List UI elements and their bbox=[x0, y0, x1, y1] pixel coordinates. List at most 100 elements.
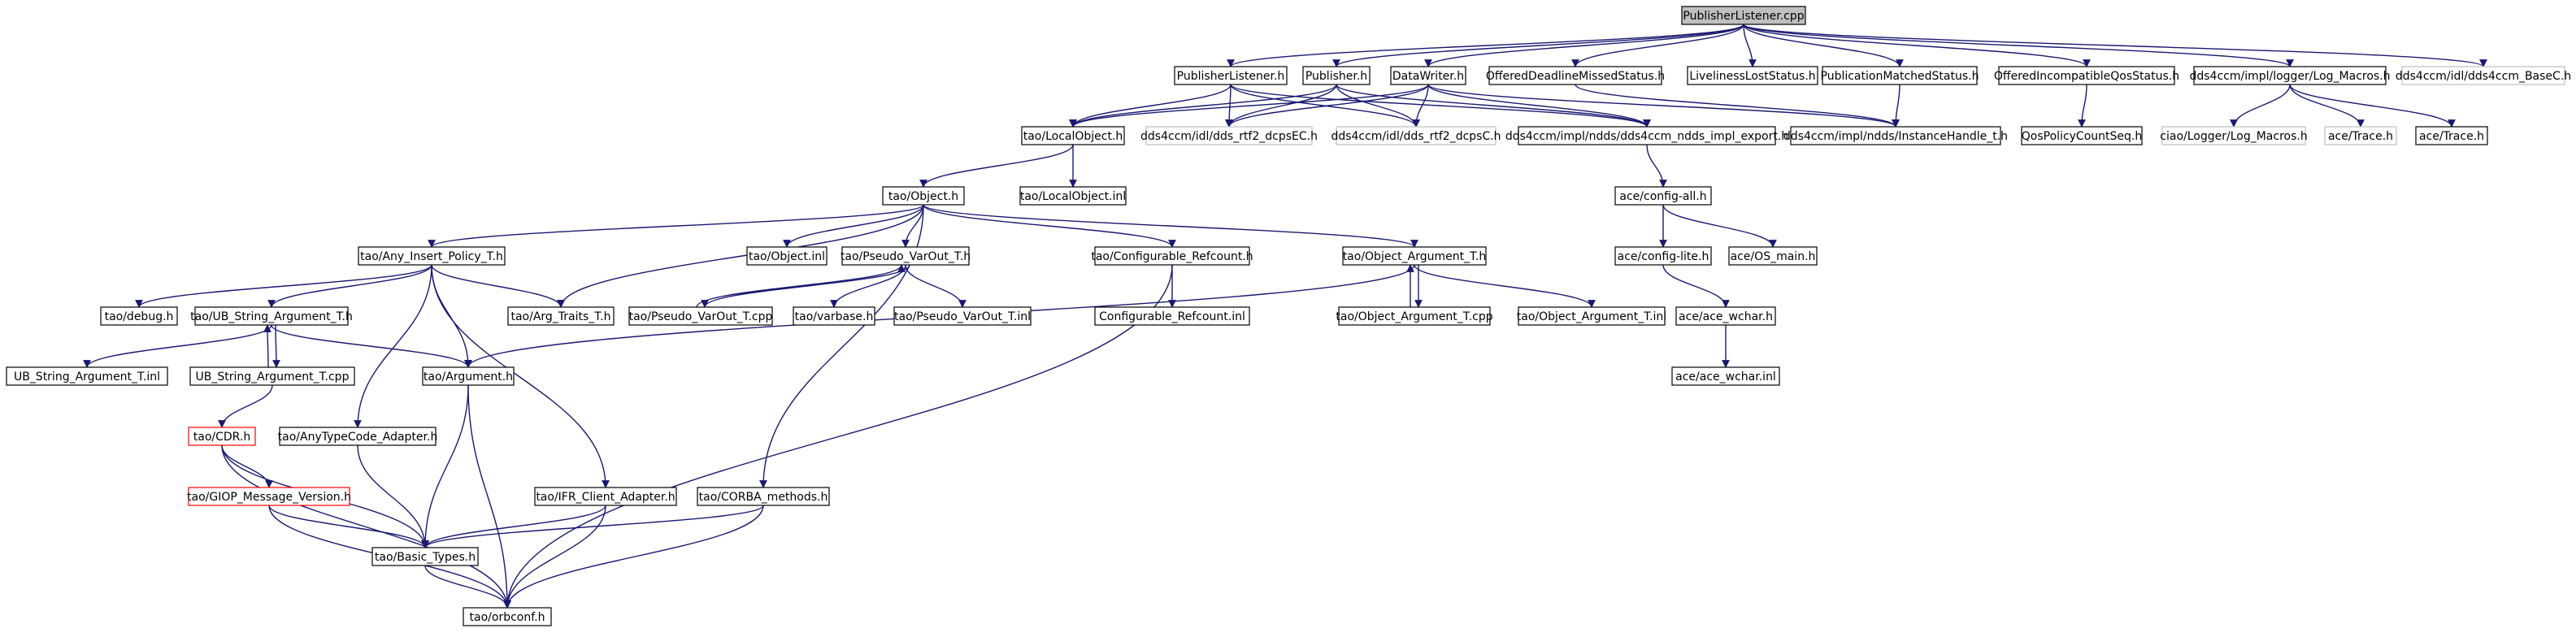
node-label: tao/Pseudo_VarOut_T.cpp bbox=[629, 310, 773, 323]
node-publisherlistener_h[interactable]: PublisherListener.h bbox=[1174, 66, 1288, 85]
node-acewchar_inl[interactable]: ace/ace_wchar.inl bbox=[1671, 366, 1780, 386]
edge-logmacros_h-to-trace2_h bbox=[2289, 84, 2456, 128]
node-configall_h[interactable]: ace/config-all.h bbox=[1614, 186, 1712, 206]
node-object_inl[interactable]: tao/Object.inl bbox=[746, 246, 828, 266]
node-box bbox=[534, 487, 677, 506]
node-varbase_h[interactable]: tao/varbase.h bbox=[793, 306, 875, 326]
edge-objectargument_h-to-objectargument_inl bbox=[1414, 264, 1596, 308]
node-box bbox=[422, 366, 515, 386]
edge-localobject_h-to-object_h bbox=[919, 144, 1074, 188]
edge-pubmatched_h-to-instancehandle_h bbox=[1892, 84, 1901, 128]
node-ifrclient_h[interactable]: tao/IFR_Client_Adapter.h bbox=[534, 487, 677, 506]
node-label: tao/orbconf.h bbox=[470, 611, 545, 624]
edge-nddsexport_h-to-configall_h bbox=[1646, 144, 1667, 188]
node-box bbox=[1822, 66, 1978, 85]
node-localobject_inl[interactable]: tao/LocalObject.inl bbox=[1019, 186, 1127, 206]
edge-datawriter_h-to-rtf2c_h bbox=[1412, 84, 1429, 128]
node-box bbox=[793, 306, 875, 326]
node-label: tao/Pseudo_VarOut_T.h bbox=[841, 250, 971, 263]
node-configrefcount_h[interactable]: tao/Configurable_Refcount.h bbox=[1091, 246, 1253, 266]
node-pseudovarout_cpp[interactable]: tao/Pseudo_VarOut_T.cpp bbox=[628, 306, 773, 326]
node-objectargument_h[interactable]: tao/Object_Argument_T.h bbox=[1342, 246, 1487, 266]
node-objectargument_inl[interactable]: tao/Object_Argument_T.inl bbox=[1517, 306, 1666, 326]
node-anytypecode_h[interactable]: tao/AnyTypeCode_Adapter.h bbox=[278, 427, 438, 446]
node-ubstringarg_h[interactable]: tao/UB_String_Argument_T.h bbox=[190, 306, 353, 326]
edge-datawriter_h-to-localobject_h bbox=[1069, 84, 1429, 128]
node-box bbox=[279, 427, 437, 446]
node-label: PublisherListener.cpp bbox=[1683, 10, 1804, 23]
edge-ubstringarg_cpp-to-ubstringarg_h bbox=[263, 324, 272, 368]
node-debug_h[interactable]: tao/debug.h bbox=[100, 306, 178, 326]
edge-corbamethods_h-to-orbconf_h bbox=[503, 505, 764, 609]
node-box bbox=[628, 306, 773, 326]
node-box bbox=[1342, 246, 1487, 266]
edge-object_h-to-object_inl bbox=[783, 204, 924, 248]
node-argument_h[interactable]: tao/Argument.h bbox=[422, 366, 515, 386]
node-offeredincompat_h[interactable]: OfferedIncompatibleQosStatus.h bbox=[1994, 66, 2179, 85]
node-label: tao/LocalObject.inl bbox=[1020, 190, 1126, 203]
node-box bbox=[1671, 366, 1780, 386]
node-corbamethods_h[interactable]: tao/CORBA_methods.h bbox=[697, 487, 830, 506]
node-configlite_h[interactable]: ace/config-lite.h bbox=[1614, 246, 1712, 266]
node-box bbox=[1021, 126, 1125, 145]
node-osmain_h[interactable]: ace/OS_main.h bbox=[1728, 246, 1818, 266]
node-configrefcount_inl[interactable]: Configurable_Refcount.inl bbox=[1094, 306, 1250, 326]
node-datawriter_h[interactable]: DataWriter.h bbox=[1390, 66, 1466, 85]
node-label: tao/Argument.h bbox=[424, 370, 513, 384]
edge-anyinsert_h-to-argtraits_h bbox=[431, 264, 565, 308]
node-basec_h: dds4ccm/idl/dds4ccm_BaseC.h bbox=[2396, 66, 2571, 85]
node-basictypes_h[interactable]: tao/Basic_Types.h bbox=[371, 547, 479, 566]
node-logmacros_h[interactable]: dds4ccm/impl/logger/Log_Macros.h bbox=[2189, 66, 2391, 85]
node-label: ciao/Logger/Log_Macros.h bbox=[2160, 130, 2307, 143]
node-label: ace/Trace.h bbox=[2419, 130, 2484, 143]
node-label: dds4ccm/idl/dds4ccm_BaseC.h bbox=[2396, 70, 2571, 83]
node-box bbox=[2324, 126, 2397, 145]
edge-anyinsert_h-to-argument_h bbox=[431, 264, 472, 368]
edges-layer bbox=[83, 24, 2487, 609]
node-cdr_h[interactable]: tao/CDR.h bbox=[188, 427, 256, 446]
node-argtraits_h[interactable]: tao/Arg_Traits_T.h bbox=[507, 306, 615, 326]
edge-cdr_h-to-orbconf_h bbox=[221, 444, 511, 609]
edge-publisherlistener_cpp-to-basec_h bbox=[1743, 24, 2487, 67]
edge-publisherlistener_cpp-to-pubmatched_h bbox=[1743, 24, 1904, 67]
node-publisher_h[interactable]: Publisher.h bbox=[1302, 66, 1371, 85]
node-livelinesslost_h[interactable]: LivelinessLostStatus.h bbox=[1687, 66, 1818, 85]
node-label: dds4ccm/impl/logger/Log_Macros.h bbox=[2189, 70, 2390, 83]
node-label: tao/Object_Argument_T.h bbox=[1343, 250, 1487, 263]
edge-publisherlistener_h-to-rtf2c_h bbox=[1230, 84, 1420, 128]
node-pubmatched_h[interactable]: PublicationMatchedStatus.h bbox=[1821, 66, 1979, 85]
node-pseudovarout_h[interactable]: tao/Pseudo_VarOut_T.h bbox=[841, 246, 971, 266]
node-label: tao/Any_Insert_Policy_T.h bbox=[360, 250, 503, 263]
node-localobject_h[interactable]: tao/LocalObject.h bbox=[1021, 126, 1125, 145]
edge-publisher_h-to-localobject_h bbox=[1069, 84, 1337, 128]
edge-pseudovarout_h-to-pseudovarout_inl bbox=[905, 264, 967, 308]
node-ubstringarg_cpp[interactable]: UB_String_Argument_T.cpp bbox=[189, 366, 355, 386]
edge-publisherlistener_cpp-to-publisher_h bbox=[1332, 24, 1744, 67]
node-qospolicycountseq_h[interactable]: QosPolicyCountSeq.h bbox=[2021, 126, 2143, 145]
node-label: tao/IFR_Client_Adapter.h bbox=[536, 491, 675, 504]
node-nddsexport_h[interactable]: dds4ccm/impl/ndds/dds4ccm_ndds_impl_expo… bbox=[1505, 126, 1788, 145]
node-acewchar_h[interactable]: ace/ace_wchar.h bbox=[1675, 306, 1776, 326]
node-box bbox=[1614, 246, 1712, 266]
node-object_h[interactable]: tao/Object.h bbox=[882, 186, 965, 206]
edge-ubstringarg_cpp-to-cdr_h bbox=[218, 384, 273, 428]
node-box bbox=[188, 487, 350, 506]
edge-argument_h-to-basictypes_h bbox=[421, 384, 469, 548]
node-label: tao/Arg_Traits_T.h bbox=[510, 310, 610, 323]
node-publisherlistener_cpp[interactable]: PublisherListener.cpp bbox=[1681, 6, 1806, 25]
node-pseudovarout_inl[interactable]: tao/Pseudo_VarOut_T.inl bbox=[893, 306, 1032, 326]
edge-anyinsert_h-to-ubstringarg_h bbox=[267, 264, 432, 308]
node-giop_h[interactable]: tao/GIOP_Message_Version.h bbox=[187, 487, 351, 506]
node-box bbox=[1174, 66, 1288, 85]
edge-logmacros_h-to-ciaologmacros_h bbox=[2230, 84, 2291, 128]
node-anyinsert_h[interactable]: tao/Any_Insert_Policy_T.h bbox=[358, 246, 506, 266]
node-ubstringarg_inl[interactable]: UB_String_Argument_T.inl bbox=[6, 366, 168, 386]
node-label: dds4ccm/idl/dds_rtf2_dcpsEC.h bbox=[1140, 130, 1318, 143]
node-objectargument_cpp[interactable]: tao/Object_Argument_T.cpp bbox=[1336, 306, 1493, 326]
node-offereddeadline_h[interactable]: OfferedDeadlineMissedStatus.h bbox=[1486, 66, 1665, 85]
node-orbconf_h[interactable]: tao/orbconf.h bbox=[463, 607, 552, 626]
node-instancehandle_h[interactable]: dds4ccm/impl/ndds/InstanceHandle_t.h bbox=[1783, 126, 2008, 145]
node-trace2_h[interactable]: ace/Trace.h bbox=[2415, 126, 2488, 145]
node-rtf2ec_h: dds4ccm/idl/dds_rtf2_dcpsEC.h bbox=[1140, 126, 1318, 145]
node-box bbox=[1728, 246, 1818, 266]
